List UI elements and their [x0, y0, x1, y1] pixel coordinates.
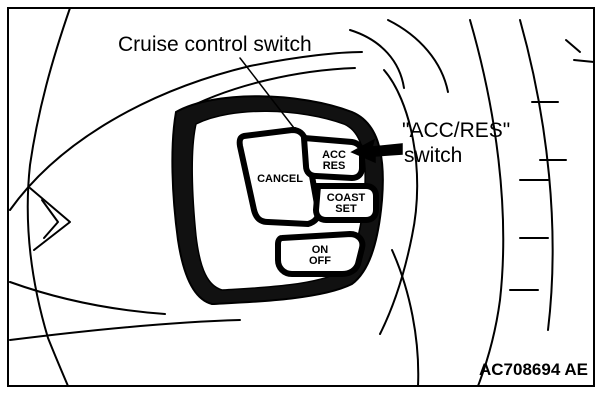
acc-res-callout-sub: switch [404, 144, 462, 167]
cruise-leader [239, 57, 298, 133]
figure-border [7, 7, 595, 387]
figure-code: AC708694 AE [479, 360, 588, 379]
cancel-label: CANCEL [257, 173, 303, 185]
on-off-label-line1: ON [312, 244, 329, 256]
on-off-label-line2: OFF [309, 255, 331, 267]
acc-res-button[interactable]: ACC RES [300, 134, 365, 182]
coast-set-button[interactable]: COAST SET [312, 183, 379, 223]
acc-res-callout-title: "ACC/RES" [402, 119, 510, 142]
acc-res-arrow-icon [350, 138, 403, 164]
acc-res-label-line1: ACC [322, 149, 346, 161]
on-off-button[interactable]: ON OFF [275, 230, 366, 277]
coast-set-label-line1: COAST [327, 192, 366, 204]
cruise-control-switch-callout: Cruise control switch [118, 33, 312, 56]
coast-set-label-line2: SET [335, 203, 357, 215]
acc-res-label-line2: RES [323, 160, 346, 172]
